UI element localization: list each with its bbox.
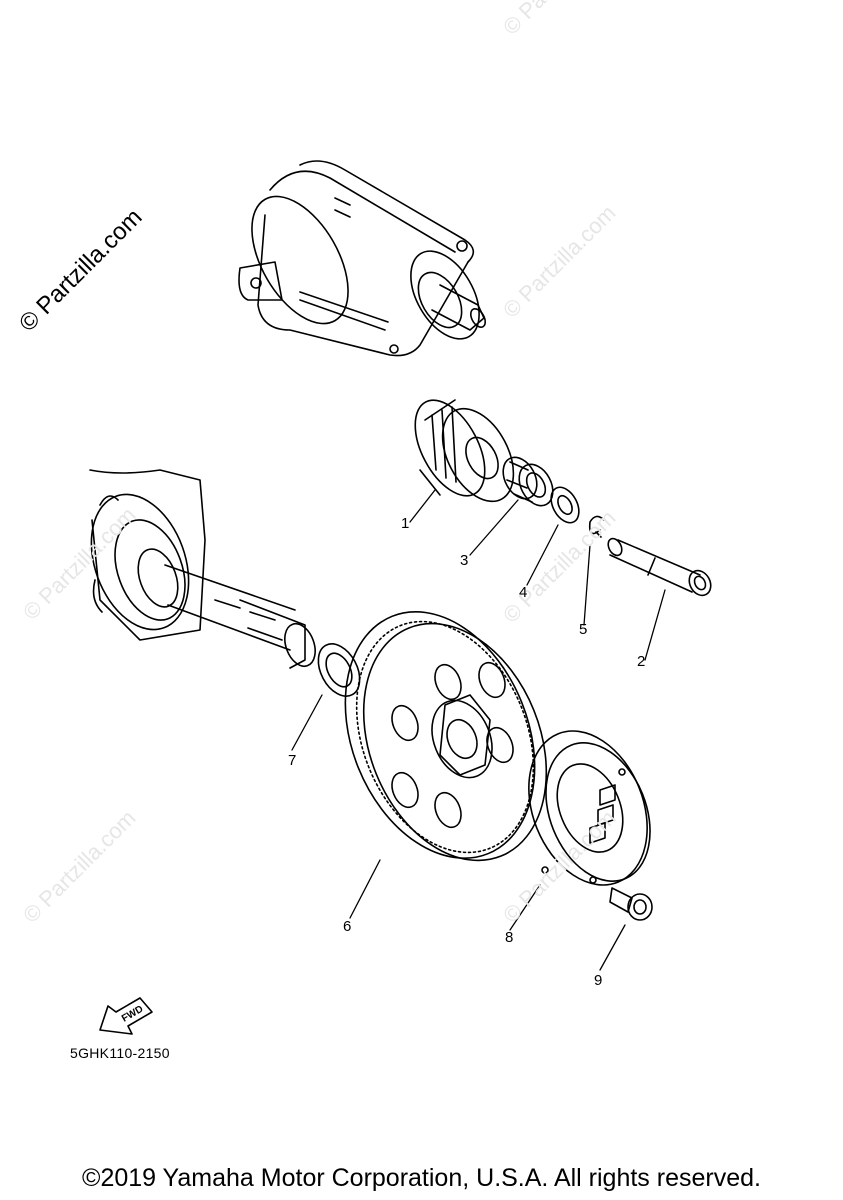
starter-motor-illustration bbox=[238, 160, 487, 357]
part-6-gear-illustration bbox=[344, 611, 548, 862]
callout-8: 8 bbox=[505, 929, 514, 946]
leader-lines bbox=[291, 489, 666, 971]
callout-2: 2 bbox=[637, 653, 646, 670]
part-8-clutch-illustration bbox=[528, 730, 651, 886]
part-1-gear-illustration bbox=[414, 399, 515, 503]
copyright-footer: ©2019 Yamaha Motor Corporation, U.S.A. A… bbox=[82, 1164, 761, 1192]
part-5-circlip-illustration bbox=[588, 515, 605, 538]
part-3-bearing-illustration bbox=[502, 456, 554, 507]
callout-9: 9 bbox=[594, 972, 603, 989]
callout-5: 5 bbox=[579, 621, 588, 638]
callout-6: 6 bbox=[343, 918, 352, 935]
callout-7: 7 bbox=[288, 752, 297, 769]
callout-1: 1 bbox=[401, 515, 410, 532]
part-2-shaft-illustration bbox=[607, 537, 712, 597]
crankshaft-illustration bbox=[89, 469, 316, 669]
part-7-washer-illustration bbox=[317, 643, 361, 697]
part-4-washer-illustration bbox=[550, 486, 580, 524]
callout-4: 4 bbox=[519, 584, 528, 601]
fwd-arrow-icon bbox=[99, 997, 153, 1035]
callout-3: 3 bbox=[460, 552, 469, 569]
diagram-code: 5GHK110-2150 bbox=[70, 1045, 170, 1061]
part-9-bolt-illustration bbox=[609, 887, 653, 921]
